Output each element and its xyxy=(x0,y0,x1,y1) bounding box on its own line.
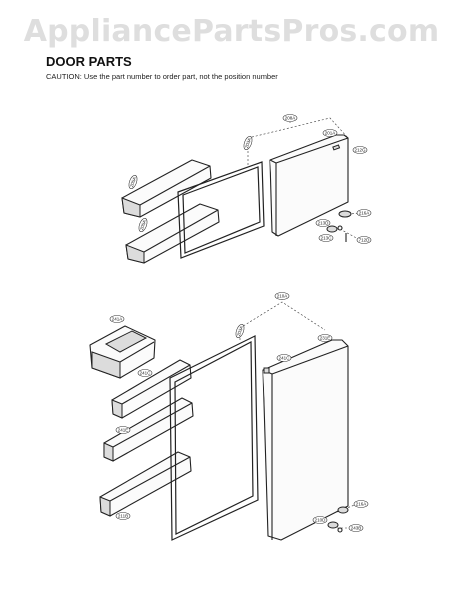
callout-212g: 212G xyxy=(352,146,368,154)
svg-text:213C: 213C xyxy=(321,236,333,241)
svg-text:241C: 241C xyxy=(140,371,152,376)
svg-text:241E: 241E xyxy=(118,428,129,433)
callout-241e: 241E xyxy=(115,426,131,434)
lower-door-panel xyxy=(262,339,349,541)
callout-241a: 241A xyxy=(109,315,125,323)
svg-text:203A: 203A xyxy=(236,325,244,337)
callout-210d: 210D xyxy=(312,516,328,524)
callout-712d: 712D xyxy=(356,236,372,244)
hinge-parts-upper xyxy=(326,210,352,242)
door-shelf-241c-top xyxy=(111,359,192,419)
svg-text:210A: 210A xyxy=(277,294,288,299)
svg-text:231E: 231E xyxy=(320,336,331,341)
svg-text:201A: 201A xyxy=(325,131,336,136)
svg-text:208A: 208A xyxy=(285,116,296,121)
svg-text:216A: 216A xyxy=(356,502,367,507)
callout-210a: 210A xyxy=(274,292,290,300)
callout-241c-top: 241C xyxy=(137,369,153,377)
upper-door-group: 208A 201A 203A 212G 205A 205A 216A 213D xyxy=(121,114,372,264)
svg-text:243B: 243B xyxy=(351,526,362,531)
svg-text:212G: 212G xyxy=(354,148,366,153)
door-gasket-upper xyxy=(177,161,265,259)
lower-door-group: 210A 241A 203A 231E 241C 241C 241E 211B xyxy=(89,292,369,541)
callout-216a-top: 216A xyxy=(356,209,372,217)
callout-203a-lower: 203A xyxy=(235,324,245,338)
door-bin-241a xyxy=(89,325,156,379)
door-bin-205a-bottom xyxy=(125,203,220,264)
svg-text:216A: 216A xyxy=(359,211,370,216)
callout-216a-bottom: 216A xyxy=(353,500,369,508)
svg-text:213D: 213D xyxy=(318,221,330,226)
svg-text:203A: 203A xyxy=(244,137,252,149)
callout-231e: 231E xyxy=(317,334,333,342)
svg-text:211B: 211B xyxy=(118,514,128,519)
door-shelf-241c-bottom xyxy=(99,451,192,517)
caution-note: CAUTION: Use the part number to order pa… xyxy=(46,72,278,81)
svg-text:241C: 241C xyxy=(279,356,291,361)
hinge-parts-lower xyxy=(327,506,349,533)
watermark: AppliancePartsPros.com xyxy=(23,14,440,49)
callout-205a-top: 205A xyxy=(128,175,138,189)
callout-208a: 208A xyxy=(282,114,298,122)
svg-text:205A: 205A xyxy=(139,219,147,231)
callout-241c-right: 241C xyxy=(276,354,292,362)
svg-text:205A: 205A xyxy=(129,176,137,188)
callout-203a: 203A xyxy=(243,136,253,150)
upper-door-panel xyxy=(269,134,349,237)
page-title: DOOR PARTS xyxy=(46,54,132,69)
callout-201a: 201A xyxy=(322,129,338,137)
callout-213d: 213D xyxy=(315,219,331,227)
callout-211b: 211B xyxy=(115,512,131,520)
svg-text:210D: 210D xyxy=(315,518,327,523)
callout-243b: 243B xyxy=(348,524,364,532)
callout-213c: 213C xyxy=(318,234,334,242)
door-bin-205a-top xyxy=(121,159,212,218)
door-gasket-lower xyxy=(169,335,259,541)
svg-text:241A: 241A xyxy=(112,317,123,322)
svg-text:712D: 712D xyxy=(359,238,371,243)
callout-205a-bottom: 205A xyxy=(138,218,148,232)
